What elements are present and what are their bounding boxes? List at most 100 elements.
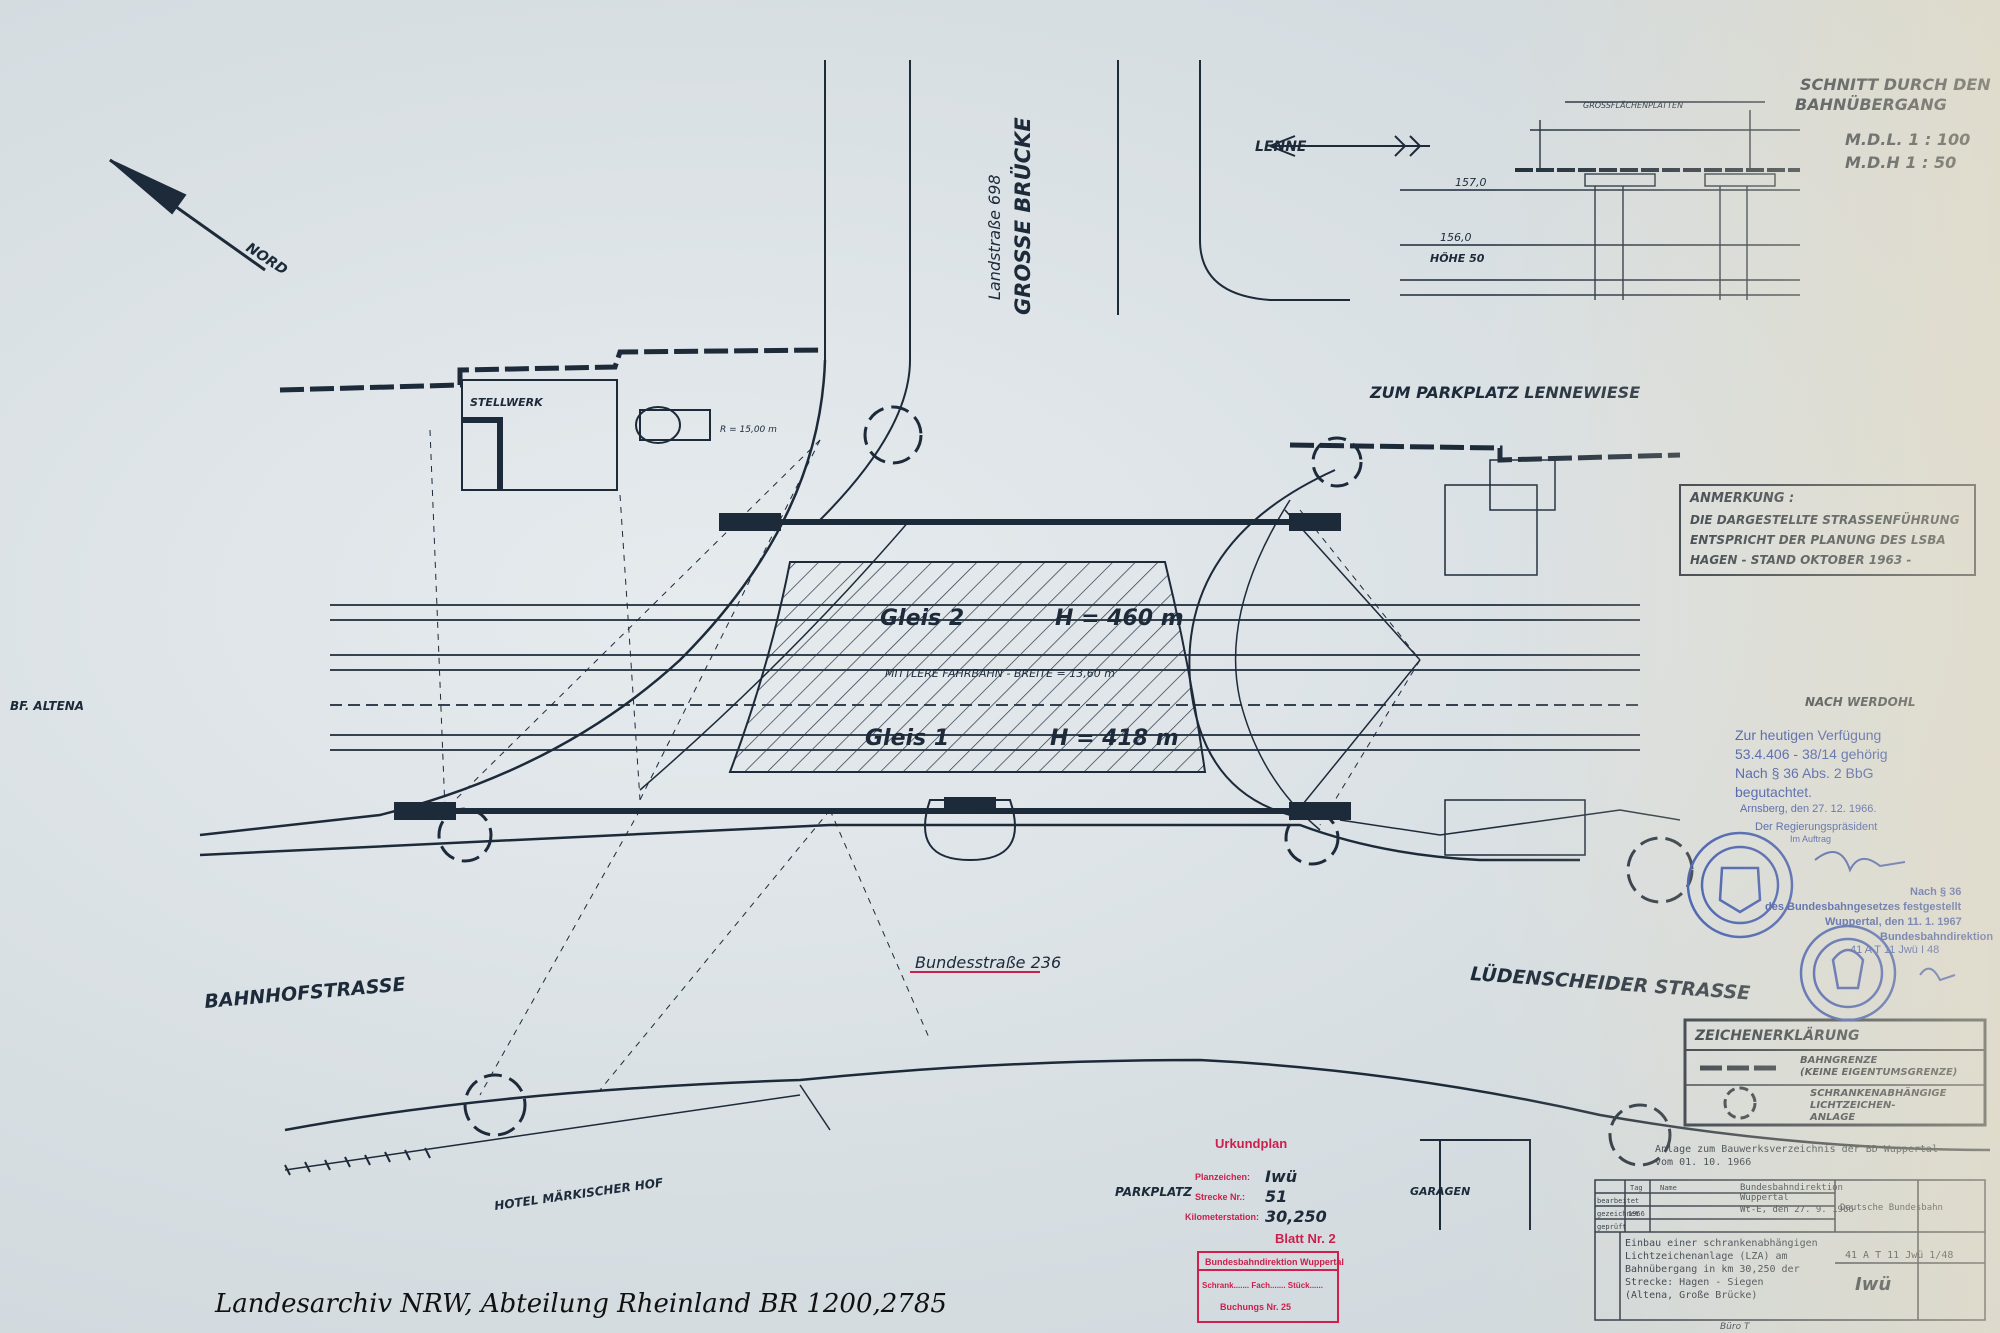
approval-stamp-authority: Der Regierungspräsident [1755,821,1877,833]
road-name-label: GROSSE BRÜCKE [1010,117,1035,315]
railway-boundary [279,347,826,393]
federal-road-label: Bundesstraße 236 [915,953,1061,972]
legend-item: BAHNGRENZE [1800,1055,1877,1066]
legend-title: ZEICHENERKLÄRUNG [1694,1027,1860,1044]
parkplatz-label: PARKPLATZ [1115,1185,1192,1199]
approval-stamp-line: Nach § 36 Abs. 2 BbG [1735,765,1874,781]
title-block-desc: Einbau einer schrankenabhängigen [1625,1238,1818,1249]
title-block [1594,1179,1986,1321]
title-block-row: geprüft [1597,1223,1627,1231]
road-number-label: Landstraße 698 [985,174,1004,300]
title-block-doc-number: 41 A T 11 Jwü 1/48 [1845,1250,1953,1261]
signal-circle [437,807,493,863]
bundesbahn-seal-icon [1799,924,1897,1022]
title-block-date: Wt-E, den 27. 9. 1966 [1740,1205,1854,1215]
station-label: BF. ALTENA [10,699,84,713]
title-block-desc: Bahnübergang in km 30,250 der [1625,1264,1800,1275]
title-block-row: bearbeitet [1597,1197,1639,1205]
cross-section-drawing [1400,101,1800,300]
title-block-issuer: Wuppertal [1740,1193,1789,1203]
street-label: LÜDENSCHEIDER STRASSE [1470,961,1751,1005]
title-block-row: gezeichnet [1597,1210,1639,1218]
signal-circle [863,405,923,465]
title-block-year: 1966 [1628,1210,1645,1218]
stellwerk-label: STELLWERK [470,396,544,409]
signal-circle [1608,1103,1672,1167]
urkundplan-label: Planzeichen: [1195,1172,1250,1182]
parkplatz-lennewiese-label: ZUM PARKPLATZ LENNEWIESE [1369,383,1640,402]
section-level: 156,0 [1440,231,1472,244]
bd-stamp-title: Bundesbahndirektion Wuppertal [1205,1257,1344,1267]
anmerkung-title: ANMERKUNG : [1689,491,1794,506]
light-signals [437,405,1694,1167]
urkundplan-label: Strecke Nr.: [1195,1192,1245,1202]
stairs-north-east [1444,459,1556,576]
title-block-header: Tag [1630,1184,1643,1192]
bd-stamp-line: Schrank....... Fach....... Stück...... [1202,1281,1323,1290]
roadway-width-label: MITTLERE FAHRBAHN - BREITE = 13,60 m [885,667,1115,680]
anmerkung-box [1679,484,1976,576]
title-block-desc: Lichtzeichenanlage (LZA) am [1625,1251,1788,1262]
bb-stamp-line: Bundesbahndirektion [1880,931,1993,943]
bb-stamp-line: Nach § 36 [1910,886,1961,898]
title-block-sign: Iwü [1855,1274,1891,1295]
signal-circle [463,1073,527,1137]
urkundplan-value: 51 [1265,1187,1287,1206]
urkundplan-value: Iwü [1265,1167,1297,1186]
track-1-height: H = 418 m [1050,726,1179,751]
section-title: SCHNITT DURCH DEN [1800,75,1991,94]
approval-stamp-date: Arnsberg, den 27. 12. 1966. [1740,803,1876,815]
river-label: LENNE [1255,139,1307,155]
track-1-label: Gleis 1 [865,726,949,751]
signal-circle [1284,810,1340,866]
title-block-organisation: Deutsche Bundesbahn [1840,1203,1943,1213]
bb-stamp-line: 41 A T 11 Jwü I 48 [1850,944,1939,956]
signal-circle [1626,836,1694,904]
radius-label: R = 15,00 m [720,425,777,435]
anmerkung-line: DIE DARGESTELLTE STRASSENFÜHRUNG [1690,512,1960,527]
urkundplan-label: Kilometerstation: [1185,1212,1259,1222]
stellwerk-building [461,379,711,491]
hotel-label: HOTEL MÄRKISCHER HOF [493,1174,664,1213]
anlage-line: Anlage zum Bauwerksverzeichnis der BD Wu… [1655,1144,1938,1155]
anmerkung-line: HAGEN - STAND OKTOBER 1963 - [1690,553,1911,567]
legend-box [1683,1018,1987,1127]
street-label: BAHNHOFSTRASSE [204,973,407,1012]
signature-icon [1814,851,1906,873]
official-seal-icon [1686,831,1794,939]
title-block-issuer: Bundesbahndirektion [1740,1183,1843,1193]
title-block-office: Büro T [1720,1322,1751,1332]
archive-caption: Landesarchiv NRW, Abteilung Rheinland BR… [214,1289,947,1319]
title-block-desc: (Altena, Große Brücke) [1625,1290,1757,1301]
approval-stamp-line: begutachtet. [1735,784,1812,800]
legend-item: LICHTZEICHEN- [1810,1100,1895,1111]
road-grosse-bruecke [819,60,1350,521]
lenne-arrow-icon [1269,135,1430,157]
anmerkung-line: ENTSPRICHT DER PLANUNG DES LSBA [1690,533,1946,547]
approval-stamp-line: Zur heutigen Verfügung [1735,727,1881,743]
anlage-date: vom 01. 10. 1966 [1655,1157,1751,1168]
section-level: 157,0 [1455,176,1487,189]
signature-icon [1919,967,1956,982]
barrier-south [394,802,1351,820]
crossing-surface [728,561,1207,773]
direction-label: NACH WERDOHL [1805,695,1916,709]
bd-stamp-box [1197,1251,1339,1323]
track-2-height: H = 460 m [1055,606,1184,631]
approval-stamp-note: Im Auftrag [1790,834,1831,844]
section-height-label: HÖHE 50 [1430,251,1485,265]
stairs-south-east [1444,799,1586,856]
approval-stamp-line: 53.4.406 - 38/14 gehörig [1735,746,1888,762]
bb-stamp-line: Wuppertal, den 11. 1. 1967 [1825,916,1962,928]
title-block-header: Name [1660,1184,1677,1192]
title-block-desc: Strecke: Hagen - Siegen [1625,1277,1763,1288]
north-arrow-icon [109,158,266,272]
barrier-north [719,513,1341,531]
track-2-label: Gleis 2 [880,606,964,631]
blatt-number: Blatt Nr. 2 [1275,1231,1336,1246]
signal-circle [1311,436,1363,488]
bd-stamp-buchung: Buchungs Nr. 25 [1220,1302,1291,1312]
section-subtitle: BAHNÜBERGANG [1795,95,1947,114]
